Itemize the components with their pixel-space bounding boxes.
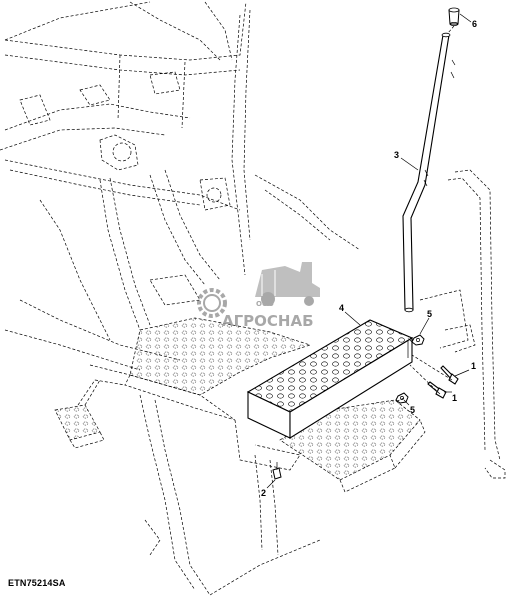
callout-1-lower: 1 <box>452 393 457 403</box>
nut-lower <box>395 392 409 404</box>
bolt-lower <box>427 381 447 399</box>
cab-phantom-outline <box>0 1 361 371</box>
callout-5-upper: 5 <box>427 309 432 319</box>
hardware <box>272 334 459 480</box>
callout-6: 6 <box>472 19 477 29</box>
callout-2: 2 <box>261 488 266 498</box>
end-cap <box>447 7 460 34</box>
handle-bar <box>402 32 456 313</box>
callout-5-lower: 5 <box>410 405 415 415</box>
right-rail <box>419 169 506 479</box>
bolt-upper <box>440 365 459 385</box>
nut-upper <box>411 334 425 346</box>
left-pedal <box>54 379 105 449</box>
callout-leaders <box>266 13 472 489</box>
platform-grate <box>89 317 312 421</box>
callout-1-upper: 1 <box>471 361 476 371</box>
figure-code: ETN75214SA <box>8 578 66 588</box>
gear-icon <box>197 288 227 318</box>
callout-labels: 6 3 4 5 1 1 5 2 <box>261 19 477 498</box>
watermark-prefix: ООО <box>256 300 274 308</box>
tractor-icon <box>255 262 320 306</box>
step-brackets <box>139 394 321 596</box>
callout-4: 4 <box>339 303 344 313</box>
bolt-part-2 <box>272 462 282 480</box>
callout-3: 3 <box>394 150 399 160</box>
watermark-logo: ООО АГРОСНАБ <box>197 262 320 330</box>
step-box <box>246 319 414 439</box>
watermark-name: АГРОСНАБ <box>222 312 314 330</box>
